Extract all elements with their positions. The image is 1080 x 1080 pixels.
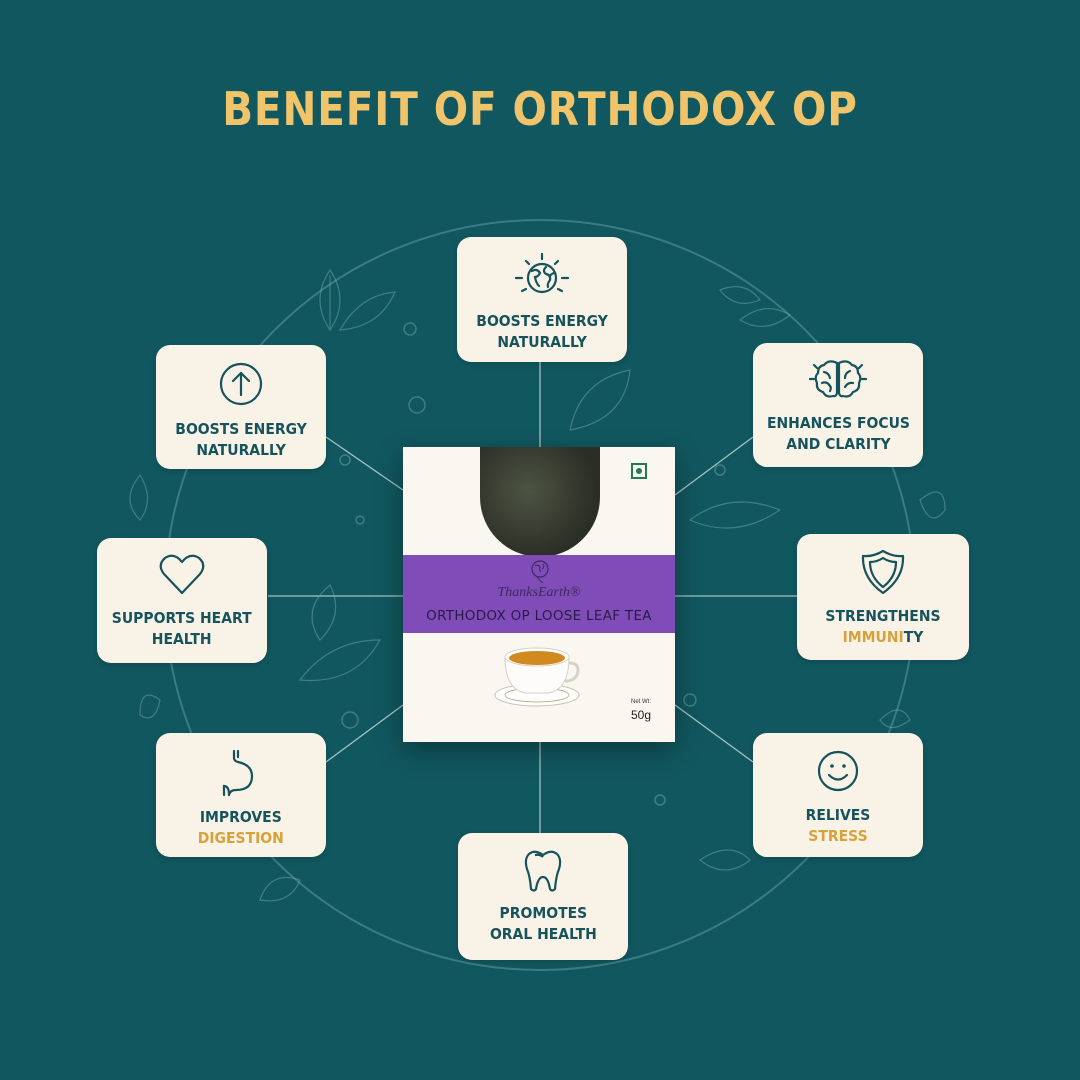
tooth-icon	[524, 850, 562, 892]
page-title: BENEFIT OF ORTHODOX OP	[222, 82, 858, 136]
card-label-line2: STRESS	[808, 827, 868, 845]
benefit-card-lower-left: IMPROVES DIGESTION	[156, 733, 326, 857]
card-label-line1: PROMOTES	[499, 904, 587, 922]
card-label-line2: DIGESTION	[197, 829, 285, 847]
card-label-line2: NATURALLY	[497, 333, 587, 351]
card-label-line2: HEALTH	[152, 630, 212, 648]
card-label-line2: ORAL HEALTH	[489, 925, 597, 943]
card-label-line1: SUPPORTS HEART	[112, 609, 252, 627]
stomach-icon	[222, 749, 254, 797]
card-label-line1: BOOSTS ENERGY	[476, 312, 608, 330]
brand-name: ThanksEarth®	[497, 585, 581, 600]
card-label-line1: ENHANCES FOCUS	[766, 414, 910, 432]
product-name: ORTHODOX OP LOOSE LEAF TEA	[426, 608, 652, 624]
card-label-line1: RELIVES	[805, 806, 871, 824]
tea-cup-image	[494, 647, 580, 707]
product-package: ThanksEarth® ORTHODOX OP LOOSE LEAF TEA …	[403, 447, 675, 742]
net-weight: Net Wt: 50g	[630, 699, 651, 722]
brain-icon	[808, 360, 868, 398]
card-label-line2: IMMUNITY	[842, 628, 924, 646]
card-label-line1: BOOSTS ENERGY	[175, 420, 307, 438]
benefit-card-mid-right: STRENGTHENS IMMUNITY	[797, 534, 969, 660]
benefit-card-bottom: PROMOTES ORAL HEALTH	[458, 833, 628, 960]
card-label-line2: NATURALLY	[196, 441, 286, 459]
benefit-card-lower-right: RELIVES STRESS	[753, 733, 923, 857]
product-label-band: ThanksEarth® ORTHODOX OP LOOSE LEAF TEA	[403, 555, 675, 633]
card-label-line1: STRENGTHENS	[825, 607, 941, 625]
card-label-line1: IMPROVES	[200, 808, 282, 826]
benefit-card-mid-left: SUPPORTS HEART HEALTH	[97, 538, 267, 663]
benefit-card-top: BOOSTS ENERGY NATURALLY	[457, 237, 627, 362]
benefit-card-upper-right: ENHANCES FOCUS AND CLARITY	[753, 343, 923, 467]
card-label-line2: AND CLARITY	[785, 435, 891, 453]
tea-leaves-image	[480, 447, 600, 557]
heart-icon	[159, 554, 205, 595]
arrow-up-circle-icon	[219, 362, 263, 406]
smiley-icon	[817, 750, 859, 792]
veg-symbol-icon	[631, 463, 647, 479]
globe-sun-icon	[514, 252, 570, 294]
globe-logo-icon	[531, 560, 549, 583]
shield-icon	[861, 549, 905, 595]
benefit-card-upper-left: BOOSTS ENERGY NATURALLY	[156, 345, 326, 469]
